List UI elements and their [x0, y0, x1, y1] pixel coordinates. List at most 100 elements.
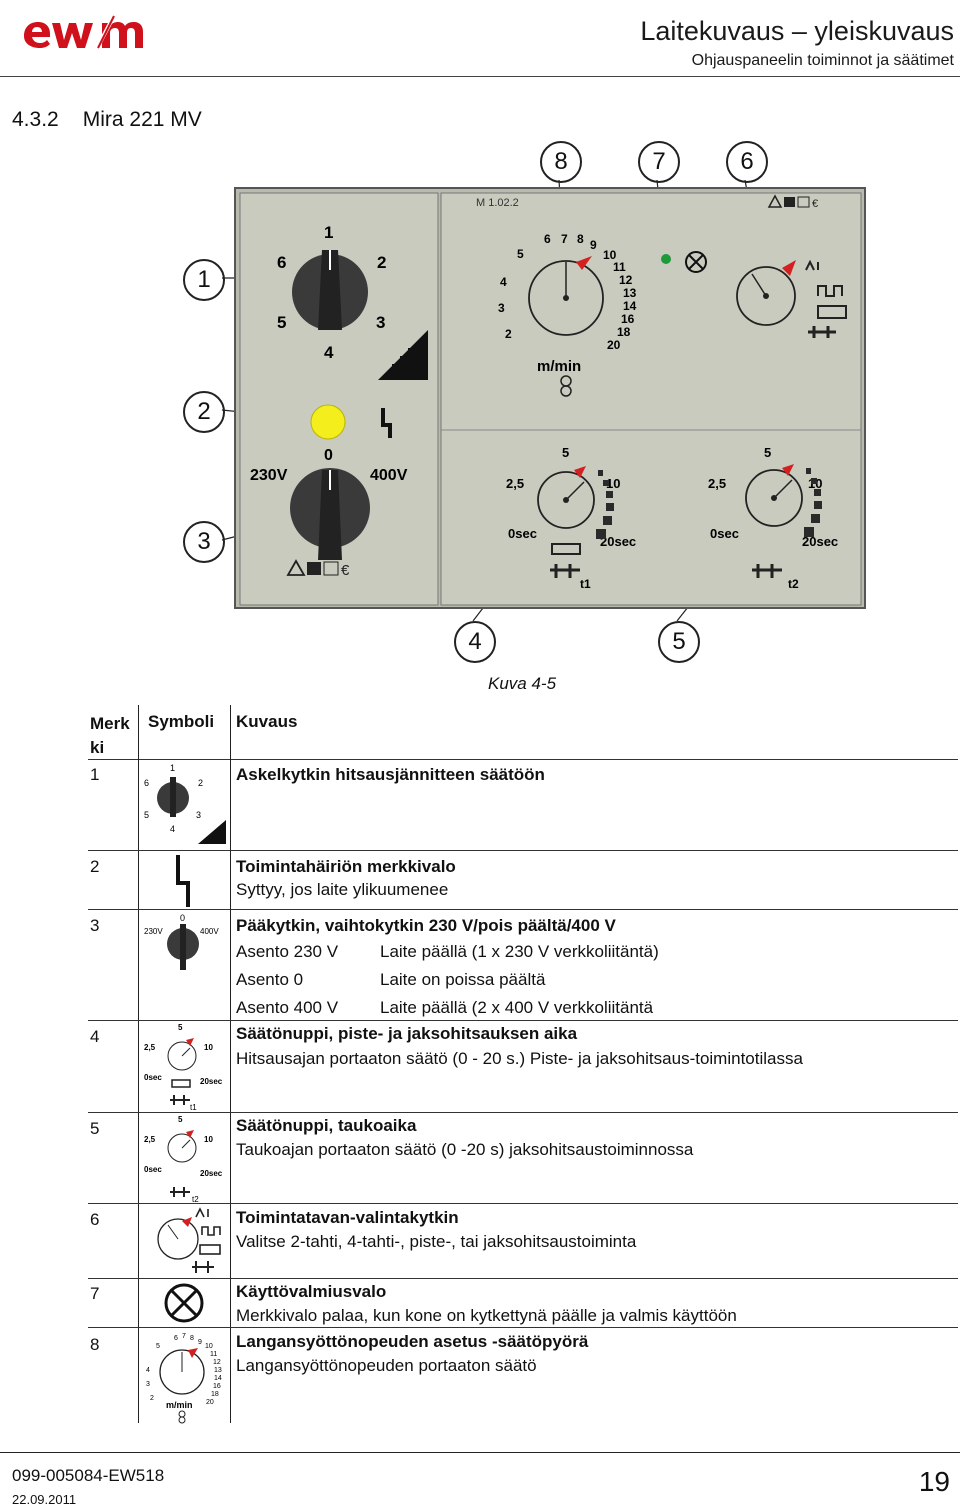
- svg-text:16: 16: [213, 1383, 221, 1390]
- svg-text:0sec: 0sec: [144, 1165, 162, 1174]
- row-rule: [88, 1278, 958, 1279]
- header-rule: [0, 76, 960, 77]
- svg-text:€: €: [812, 198, 818, 210]
- row-7-title: Käyttövalmiusvalo: [236, 1282, 387, 1301]
- row-3-num: 3: [90, 916, 100, 935]
- svg-text:14: 14: [214, 1375, 222, 1382]
- svg-text:5: 5: [178, 1023, 183, 1032]
- callout-2: 2: [183, 391, 225, 433]
- svg-text:€: €: [341, 562, 350, 579]
- row-rule: [88, 1203, 958, 1204]
- svg-text:2,5: 2,5: [708, 476, 726, 491]
- svg-text:4: 4: [500, 275, 507, 289]
- row-5-text: Taukoajan portaaton säätö (0 -20 s) jaks…: [236, 1140, 694, 1159]
- row-2-num: 2: [90, 857, 100, 876]
- svg-text:m/min: m/min: [166, 1400, 193, 1410]
- row-7-num: 7: [90, 1284, 100, 1303]
- svg-text:4: 4: [170, 824, 175, 834]
- row-7-text: Merkkivalo palaa, kun kone on kytkettynä…: [236, 1306, 737, 1325]
- svg-text:2,5: 2,5: [144, 1135, 156, 1144]
- table-divider-1: [138, 705, 139, 1423]
- row-3-pos-2-label: Asento 0: [236, 970, 304, 989]
- step-switch-symbol: 12 34 56: [144, 763, 226, 844]
- svg-text:18: 18: [617, 325, 631, 339]
- svg-text:10: 10: [606, 476, 620, 491]
- footer-doc-code: 099-005084-EW518: [12, 1466, 165, 1485]
- svg-text:8: 8: [577, 232, 584, 246]
- row-8-title: Langansyöttönopeuden asetus -säätöpyörä: [236, 1332, 589, 1351]
- row-3-pos-2-value: Laite on poissa päältä: [380, 970, 546, 989]
- svg-text:0: 0: [324, 447, 333, 464]
- svg-text:9: 9: [198, 1339, 202, 1346]
- ewm-logo: [24, 11, 143, 51]
- svg-text:4: 4: [324, 343, 334, 362]
- row-3-pos-3-label: Asento 400 V: [236, 998, 339, 1017]
- row-6-text: Valitse 2-tahti, 4-tahti-, piste-, tai j…: [236, 1232, 637, 1251]
- svg-text:16: 16: [621, 312, 635, 326]
- timer-dial-t2: 5 2,5 10 0sec 20sec t2: [708, 445, 838, 591]
- svg-text:2: 2: [377, 253, 386, 272]
- table-header-rule: [88, 759, 958, 760]
- svg-text:13: 13: [623, 286, 637, 300]
- svg-text:5: 5: [178, 1115, 183, 1124]
- svg-text:2,5: 2,5: [506, 476, 524, 491]
- footer-rule: [0, 1452, 960, 1453]
- svg-text:13: 13: [214, 1367, 222, 1374]
- ready-lamp-icon: [164, 1283, 204, 1323]
- panel-model-code: M 1.02.2: [476, 197, 519, 209]
- svg-text:20: 20: [206, 1399, 214, 1406]
- mode-selector: [736, 259, 847, 338]
- page-number: 19: [918, 1466, 950, 1497]
- figure-caption: Kuva 4-5: [488, 674, 557, 693]
- svg-text:2: 2: [150, 1395, 154, 1402]
- callout-6: 6: [726, 141, 768, 183]
- svg-text:230V: 230V: [250, 467, 288, 484]
- row-4-num: 4: [90, 1027, 100, 1046]
- svg-text:10: 10: [205, 1343, 213, 1350]
- svg-text:400V: 400V: [200, 927, 219, 936]
- svg-text:0sec: 0sec: [508, 526, 537, 541]
- svg-text:5: 5: [562, 445, 569, 460]
- row-5-num: 5: [90, 1119, 100, 1138]
- svg-text:t2: t2: [788, 577, 799, 591]
- svg-text:1: 1: [170, 763, 175, 773]
- section-number: 4.3.2: [12, 108, 59, 131]
- svg-text:10: 10: [603, 248, 617, 262]
- callout-1: 1: [183, 259, 225, 301]
- svg-text:20sec: 20sec: [802, 534, 838, 549]
- row-8-num: 8: [90, 1335, 100, 1354]
- svg-text:11: 11: [210, 1351, 217, 1358]
- callout-5: 5: [658, 621, 700, 663]
- svg-text:6: 6: [144, 778, 149, 788]
- svg-text:6: 6: [277, 253, 286, 272]
- svg-text:3: 3: [376, 313, 385, 332]
- svg-text:10: 10: [204, 1043, 213, 1052]
- row-3-pos-1-value: Laite päällä (1 x 230 V verkkoliitäntä): [380, 942, 659, 961]
- svg-text:7: 7: [561, 232, 568, 246]
- row-rule: [88, 850, 958, 851]
- svg-text:3: 3: [196, 810, 201, 820]
- row-3-title: Pääkytkin, vaihtokytkin 230 V/pois päält…: [236, 916, 616, 935]
- row-4-title: Säätönuppi, piste- ja jaksohitsauksen ai…: [236, 1024, 578, 1043]
- svg-text:12: 12: [619, 273, 633, 287]
- svg-text:m/min: m/min: [537, 358, 581, 375]
- row-rule: [88, 909, 958, 910]
- row-6-num: 6: [90, 1210, 100, 1229]
- row-2-title: Toimintahäiriön merkkivalo: [236, 857, 456, 876]
- svg-text:3: 3: [146, 1381, 150, 1388]
- header-title: Laitekuvaus – yleiskuvaus: [640, 16, 954, 46]
- main-switch: 0 230V 400V €: [250, 447, 408, 579]
- row-rule: [88, 1020, 958, 1021]
- row-rule: [88, 1327, 958, 1328]
- callout-7: 7: [638, 141, 680, 183]
- svg-text:230V: 230V: [144, 927, 163, 936]
- row-5-title: Säätönuppi, taukoaika: [236, 1116, 417, 1135]
- svg-text:14: 14: [623, 299, 637, 313]
- col-header-desc: Kuvaus: [236, 712, 298, 731]
- svg-text:20: 20: [607, 338, 621, 352]
- svg-text:5: 5: [764, 445, 771, 460]
- wire-feed-dial: 2 3 4 5 6 7 8 9 10 11 12 13 14 16 18 20 …: [498, 232, 637, 397]
